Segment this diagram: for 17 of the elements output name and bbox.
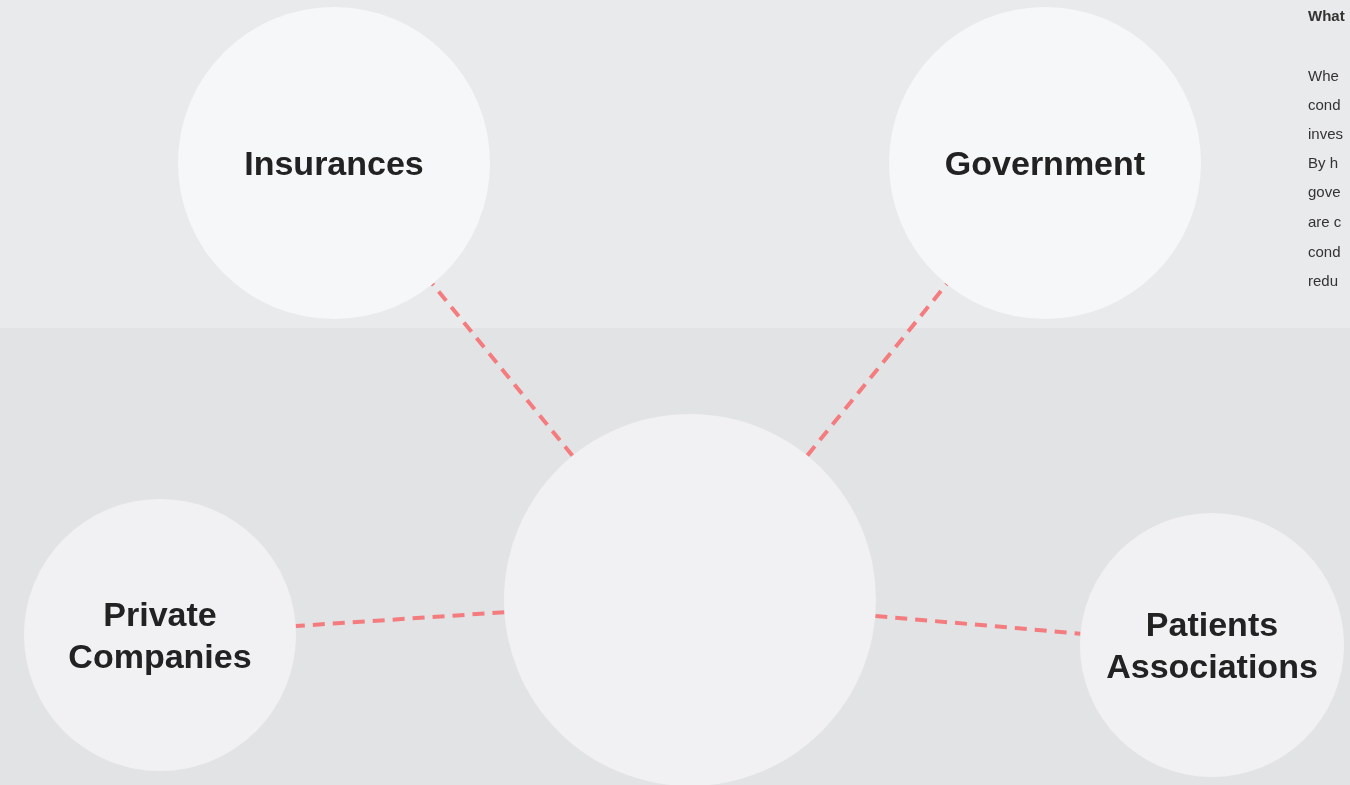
node-label: Insurances [244,142,424,184]
dashed-connector [430,282,575,458]
text-fragment: What [1308,7,1345,24]
dashed-connector [295,610,505,629]
node-label: Private Companies [67,593,253,677]
text-fragment: inves [1308,125,1344,142]
text-fragment: cond [1308,96,1341,113]
text-fragment: are c [1308,213,1342,230]
node-label: Government [944,142,1146,184]
dashed-connector [805,282,949,457]
text-fragment: cond [1308,243,1341,260]
text-fragment: redu [1308,272,1339,289]
text-fragment: gove [1308,183,1341,200]
node-label: Patients Associations [1105,603,1319,687]
dashed-connector [875,614,1081,636]
text-fragment: By h [1308,154,1338,171]
text-fragment: Whe [1308,67,1339,84]
